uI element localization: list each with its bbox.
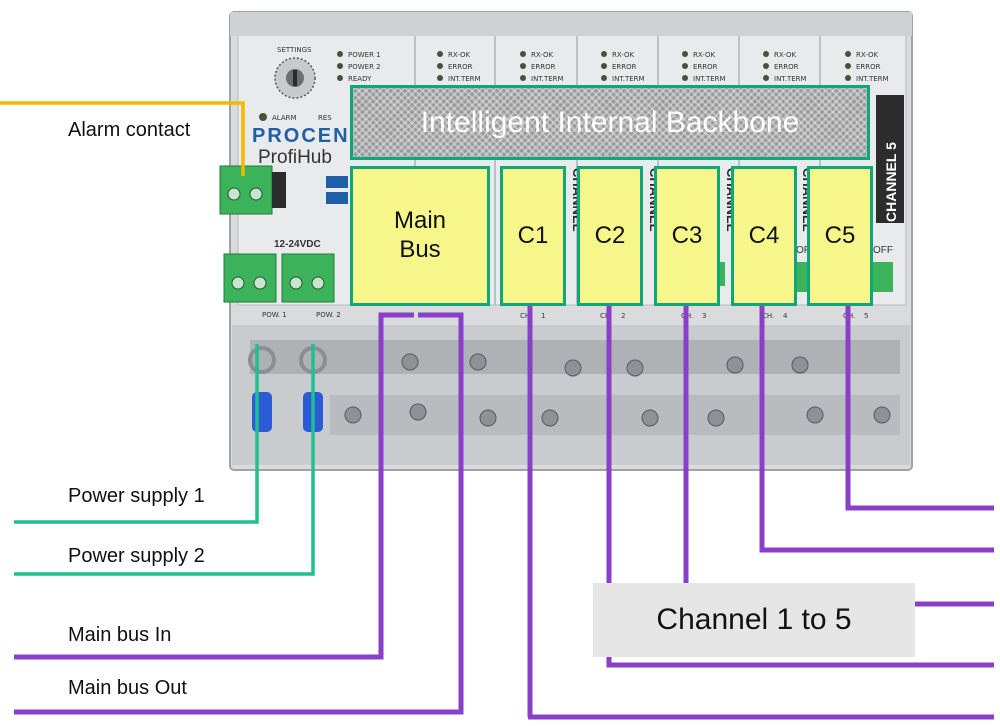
- channel-box-c1: C1: [500, 166, 566, 306]
- svg-text:CH.: CH.: [520, 312, 532, 320]
- profibus-logo-icon: [326, 176, 348, 204]
- power-supply-2-label: Power supply 2: [68, 545, 205, 567]
- channel-box-c4: C4: [731, 166, 797, 306]
- power-wires: [14, 344, 315, 576]
- svg-text:ERROR: ERROR: [774, 63, 799, 71]
- status-leds: POWER 1 POWER 2 READY: [337, 51, 381, 83]
- terminal-block: [873, 262, 893, 292]
- led-ready-label: READY: [348, 75, 372, 83]
- svg-text:ERROR: ERROR: [531, 63, 556, 71]
- svg-text:CH.: CH.: [600, 312, 612, 320]
- svg-text:INT.TERM: INT.TERM: [612, 75, 645, 83]
- channel-box-c2: C2: [577, 166, 643, 306]
- channel-box-c5: C5: [807, 166, 873, 306]
- off-label: OFF: [873, 245, 893, 256]
- alarm-terminal-block: [219, 165, 286, 215]
- channel-box-c3: C3: [654, 166, 720, 306]
- ch-number-label: 2: [621, 312, 625, 320]
- power-supply-1-label: Power supply 1: [68, 485, 205, 507]
- backbone-label: Intelligent Internal Backbone: [420, 105, 800, 139]
- backbone-box: Intelligent Internal Backbone: [350, 85, 870, 160]
- channel-box-label: C3: [671, 221, 703, 249]
- svg-text:INT.TERM: INT.TERM: [531, 75, 564, 83]
- alarm-label-suffix: RES: [318, 114, 332, 122]
- channel-box-label: C1: [517, 221, 549, 249]
- power-terminal-block: [223, 253, 335, 303]
- alarm-label: ALARM: [272, 114, 297, 122]
- brand-logo-text: PROCEN: [252, 125, 350, 147]
- led-power2-label: POWER 2: [348, 63, 381, 71]
- off-label: OFF: [796, 245, 816, 256]
- channel-box-label: C5: [824, 221, 856, 249]
- device-top-rail: [230, 12, 912, 36]
- channel-leds: RX-OK ERROR INT.TERM RX-OK ERROR INT.TER…: [437, 51, 889, 83]
- svg-text:RX-OK: RX-OK: [856, 51, 879, 59]
- main-bus-in-label: Main bus In: [68, 624, 172, 646]
- alarm-wire: [0, 101, 245, 176]
- main-bus-label-line2: Bus: [399, 236, 441, 263]
- voltage-label: 12-24VDC: [274, 239, 321, 250]
- svg-text:ERROR: ERROR: [693, 63, 718, 71]
- svg-text:ERROR: ERROR: [612, 63, 637, 71]
- channel-box-label: C4: [748, 221, 780, 249]
- settings-rotary-switch-icon: [274, 57, 316, 99]
- ch-number-label: 5: [864, 312, 868, 320]
- main-bus-out-label: Main bus Out: [68, 677, 187, 699]
- svg-text:ERROR: ERROR: [448, 63, 473, 71]
- pow1-label: POW. 1: [262, 311, 287, 319]
- cable-clamp-screws: [344, 353, 891, 427]
- svg-text:INT.TERM: INT.TERM: [448, 75, 481, 83]
- channel5-vertical-label: CHANNEL 5: [883, 142, 899, 222]
- led-power1-label: POWER 1: [348, 51, 381, 59]
- ch-number-label: 3: [702, 312, 706, 320]
- channels-note-label: Channel 1 to 5: [656, 603, 852, 636]
- svg-text:RX-OK: RX-OK: [531, 51, 554, 59]
- ch-number-label: 4: [783, 312, 788, 320]
- svg-text:RX-OK: RX-OK: [693, 51, 716, 59]
- main-bus-label-line1: Main: [393, 207, 447, 235]
- svg-text:INT.TERM: INT.TERM: [693, 75, 726, 83]
- alarm-led-icon: [259, 113, 267, 121]
- svg-text:RX-OK: RX-OK: [448, 51, 471, 59]
- svg-text:CH.: CH.: [762, 312, 774, 320]
- svg-text:RX-OK: RX-OK: [612, 51, 635, 59]
- svg-text:ERROR: ERROR: [856, 63, 881, 71]
- pow2-label: POW. 2: [316, 311, 341, 319]
- svg-text:INT.TERM: INT.TERM: [856, 75, 889, 83]
- svg-text:RX-OK: RX-OK: [774, 51, 797, 59]
- settings-label: SETTINGS: [277, 46, 312, 54]
- main-bus-box: Main Bus: [350, 166, 490, 306]
- alarm-contact-label: Alarm contact: [68, 119, 191, 141]
- terminal-block: [795, 262, 809, 292]
- channels-note-box: Channel 1 to 5: [593, 583, 915, 657]
- svg-text:INT.TERM: INT.TERM: [774, 75, 807, 83]
- ch-number-label: 1: [541, 312, 545, 320]
- channel5-label-plate: [876, 95, 904, 223]
- model-name: ProfiHub: [258, 147, 332, 168]
- channel-box-label: C2: [594, 221, 626, 249]
